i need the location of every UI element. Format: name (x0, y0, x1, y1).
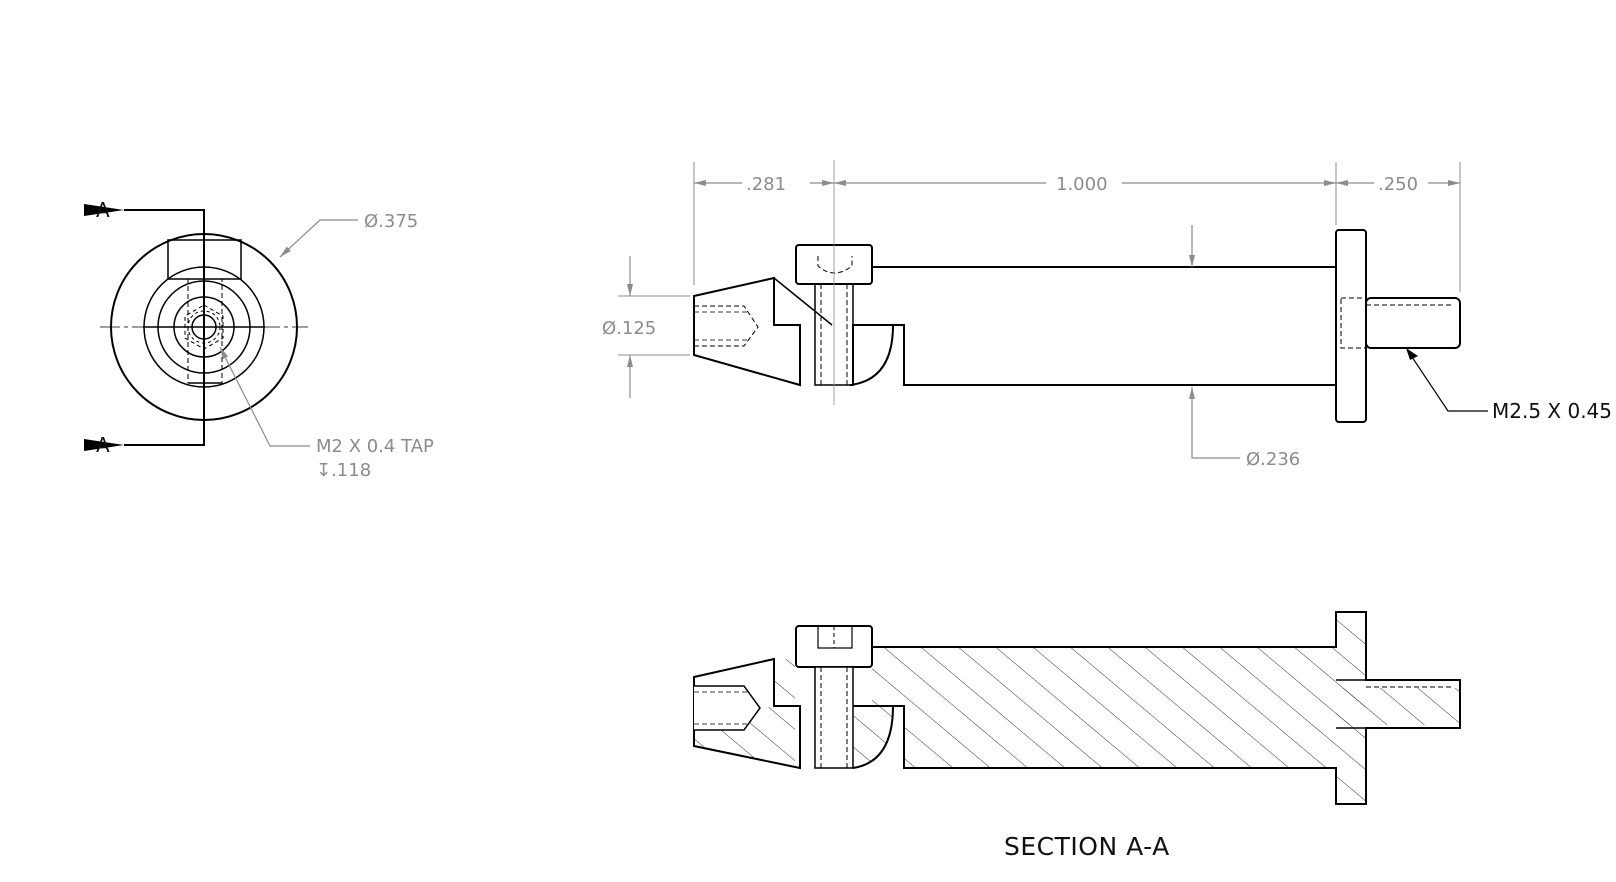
section-title: SECTION A-A (1004, 832, 1170, 861)
side-view-stud (1365, 297, 1461, 349)
thread-callout-text: M2.5 X 0.45 (1492, 399, 1612, 423)
end-view: A A Ø.375 M2 X 0.4 TAP ↧.118 (84, 198, 434, 481)
diameter-375-leader (279, 219, 358, 258)
side-view-tip (693, 276, 801, 387)
section-label-top: A (96, 198, 110, 222)
tap-callout-line2: ↧.118 (316, 460, 371, 481)
section-flange-fill (1336, 612, 1366, 804)
thread-callout-arrowhead (1406, 348, 1418, 360)
side-view-body (872, 266, 1337, 386)
section-label-bottom: A (96, 433, 110, 457)
side-view-tip-hidden-hole (694, 305, 759, 347)
dim-250-text: .250 (1378, 174, 1418, 195)
dim-236-leader (1189, 387, 1240, 459)
section-view: SECTION A-A (693, 611, 1461, 861)
section-lobe-outline (852, 705, 895, 769)
side-view: .281 1.000 .250 Ø.125 Ø.236 M2.5 X 0.45 (602, 160, 1612, 470)
thread-callout-leader (1409, 353, 1488, 412)
side-view-lobe (849, 324, 895, 386)
diameter-375-callout: Ø.375 (364, 211, 418, 232)
section-tip-fill (694, 659, 795, 768)
section-tip-bore (694, 685, 761, 731)
section-hatched-body (694, 612, 1460, 804)
dim-281-text: .281 (746, 174, 786, 195)
section-screw-head (795, 625, 873, 668)
side-view-socket-hidden (817, 256, 853, 274)
tap-callout-line1: M2 X 0.4 TAP (316, 436, 434, 457)
side-view-stud-hidden (1340, 297, 1367, 349)
section-lobe-fill (853, 706, 893, 768)
section-cut-line (164, 209, 205, 446)
dim-125-text: Ø.125 (602, 318, 656, 339)
side-view-tip-cut (773, 277, 833, 326)
dim-236-text: Ø.236 (1246, 449, 1300, 470)
section-body-outline (872, 611, 1461, 805)
tap-leader (219, 346, 310, 447)
section-screw-socket (817, 625, 853, 649)
section-tip-outline (693, 657, 801, 770)
dim-1000-text: 1.000 (1056, 174, 1108, 195)
section-body-fill (872, 647, 1460, 768)
